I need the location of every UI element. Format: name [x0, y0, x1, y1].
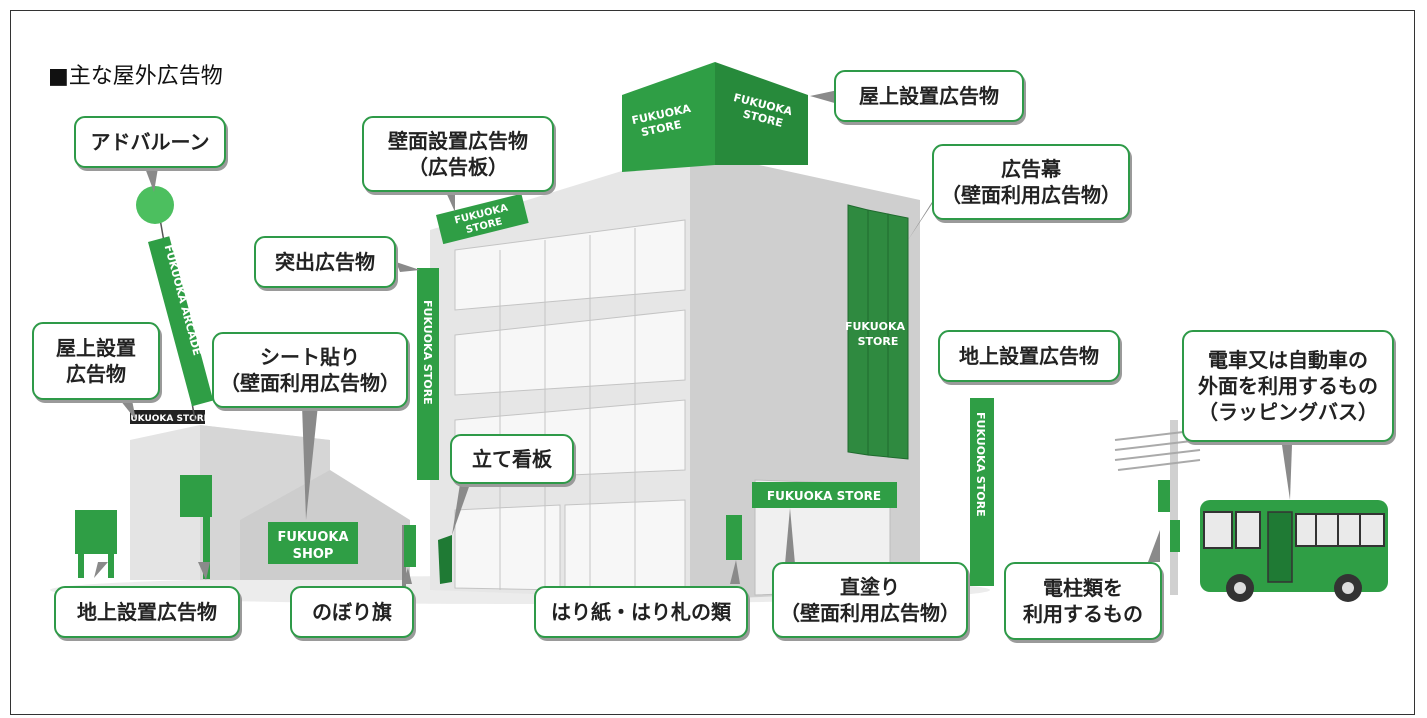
label-rooftop-left-line1: 屋上設置: [56, 336, 136, 360]
painted-sign: [752, 482, 897, 508]
label-projecting-text: 突出広告物: [275, 250, 375, 274]
label-rooftop-main-text: 屋上設置広告物: [859, 84, 999, 108]
label-pole-line1: 電柱類を: [1043, 576, 1123, 600]
flag: [404, 525, 416, 567]
label-standing-text: 立て看板: [472, 447, 552, 471]
label-ad-balloon: アドバルーン: [74, 116, 226, 168]
shop-sign: [268, 522, 358, 564]
shop-sign-text-1: FUKUOKA: [277, 530, 348, 545]
label-paint-line2: （壁面利用広告物）: [780, 601, 960, 625]
label-banner-line1: 広告幕: [1001, 157, 1061, 181]
projecting-sign-text: FUKUOKA STORE: [421, 300, 434, 405]
label-ad-balloon-text: アドバルーン: [90, 130, 210, 154]
rooftop-box-front: [622, 62, 715, 172]
label-vehicle-line1: 電車又は自動車の: [1208, 348, 1368, 372]
label-banner: 広告幕 （壁面利用広告物）: [932, 144, 1130, 220]
projecting-sign: [417, 268, 439, 480]
painted-sign-text: FUKUOKA STORE: [767, 489, 881, 503]
arcade-rooftop-sign: [130, 410, 205, 424]
arcade-rooftop-sign-text: FUKUOKA STORE: [124, 414, 210, 424]
ground-sign-left: [75, 510, 117, 554]
label-ground-left: 地上設置広告物: [54, 586, 240, 638]
wrapped-bus: [1200, 500, 1388, 602]
ground-sign-right-text: FUKUOKA STORE: [974, 412, 987, 517]
label-ground-left-text: 地上設置広告物: [77, 600, 217, 624]
label-vehicle-line3: （ラッピングバス）: [1198, 400, 1378, 424]
standing-signboard: [438, 535, 452, 584]
rooftop-box-side: [715, 62, 808, 165]
label-poster-text: はり紙・はり札の類: [551, 600, 731, 624]
wall-sign: FUKUOKA STORE: [436, 193, 529, 245]
label-vehicle: 電車又は自動車の 外面を利用するもの （ラッピングバス）: [1182, 330, 1394, 442]
label-banner-line2: （壁面利用広告物）: [941, 183, 1121, 207]
label-rooftop-main: 屋上設置広告物: [834, 70, 1024, 122]
label-wall-sign-line1: 壁面設置広告物: [388, 129, 528, 153]
label-pole-line2: 利用するもの: [1023, 602, 1143, 626]
label-rooftop-left: 屋上設置 広告物: [32, 322, 160, 400]
label-wall-sign: 壁面設置広告物 （広告板）: [362, 116, 554, 192]
banner-text-1: FUKUOKA: [845, 320, 906, 333]
shop-sign-text-2: SHOP: [293, 547, 334, 562]
label-paint-line1: 直塗り: [840, 575, 900, 599]
banner-curtain: [847, 204, 909, 460]
label-vehicle-line2: 外面を利用するもの: [1198, 374, 1378, 398]
banner-text-2: STORE: [858, 335, 899, 348]
label-rooftop-left-line2: 広告物: [66, 362, 126, 386]
label-ground-right-text: 地上設置広告物: [959, 344, 1099, 368]
label-sheet: シート貼り （壁面利用広告物）: [212, 332, 408, 408]
ad-balloon: [136, 186, 174, 224]
label-ground-right: 地上設置広告物: [938, 330, 1120, 382]
poster: [726, 515, 742, 560]
ground-sign-right: [970, 398, 994, 586]
ground-sign-mid: [180, 475, 212, 517]
label-projecting: 突出広告物: [254, 236, 396, 288]
page-title: ■主な屋外広告物: [48, 64, 223, 89]
utility-pole: [1114, 420, 1201, 595]
label-flag-text: のぼり旗: [312, 600, 392, 624]
label-sheet-line1: シート貼り: [260, 345, 360, 369]
label-pole: 電柱類を 利用するもの: [1004, 562, 1162, 640]
label-flag: のぼり旗: [290, 586, 414, 638]
label-poster: はり紙・はり札の類: [534, 586, 748, 638]
label-standing: 立て看板: [450, 434, 574, 484]
label-sheet-line2: （壁面利用広告物）: [220, 371, 400, 395]
label-paint: 直塗り （壁面利用広告物）: [772, 562, 968, 638]
label-wall-sign-line2: （広告板）: [408, 155, 508, 179]
diagram-frame: [10, 10, 1415, 715]
